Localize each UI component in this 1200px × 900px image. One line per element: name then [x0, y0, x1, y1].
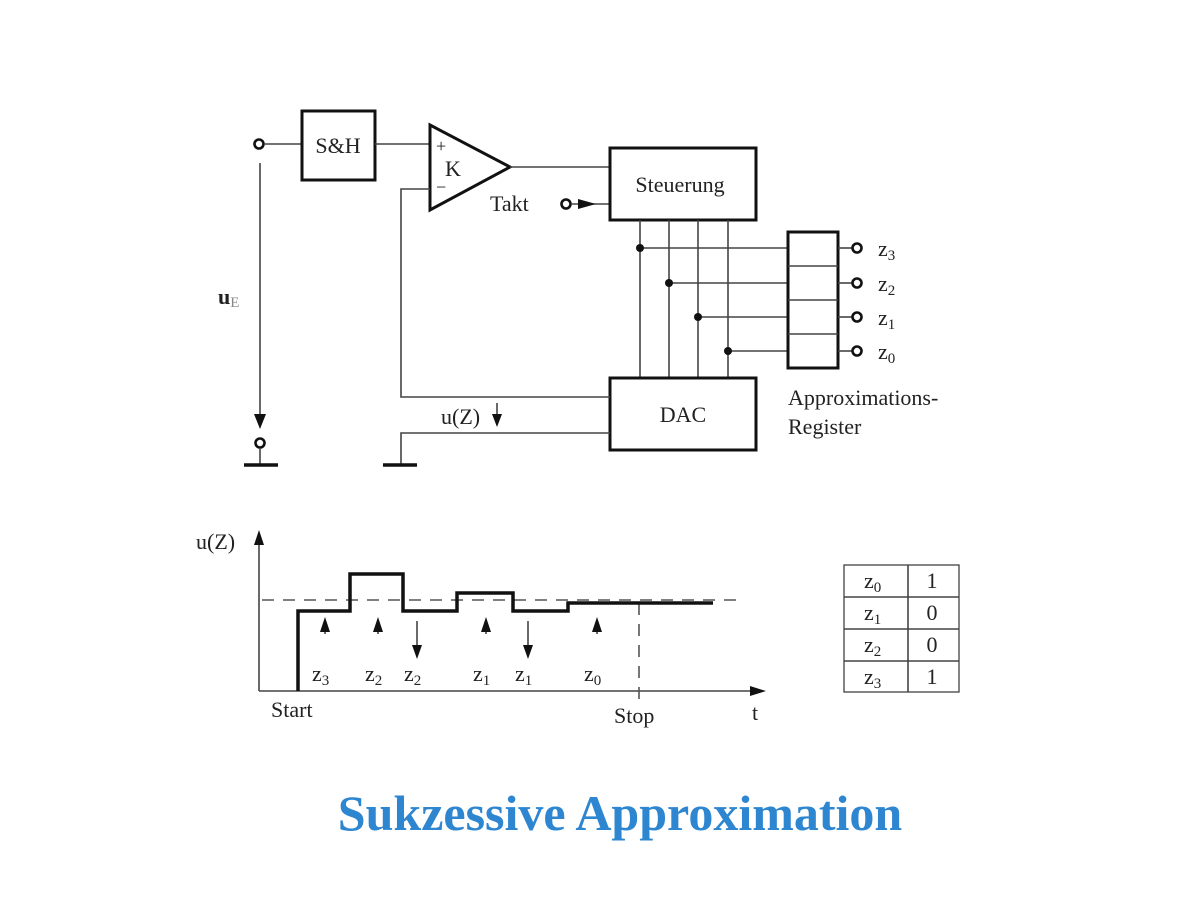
table-cell-value: 1: [927, 568, 938, 593]
input-terminal: [253, 138, 265, 150]
dac-voltage-label: u(Z): [441, 404, 480, 429]
sample-hold-block: S&H: [300, 109, 377, 182]
arrow-up-icon: [481, 617, 491, 632]
control-block: Steuerung: [608, 146, 758, 222]
step-label: z3: [312, 661, 329, 689]
arrow-down-icon: [412, 645, 422, 659]
dac-block: DAC: [608, 376, 758, 452]
arrow-up-icon: [320, 617, 330, 632]
step-labels: z3 z2 z2 z1 z1 z0: [312, 661, 601, 689]
wire-feedback: [400, 188, 610, 398]
input-voltage-label: uE: [218, 284, 239, 311]
comparator-label: K: [445, 156, 461, 181]
svg-text:Steuerung: Steuerung: [635, 172, 724, 197]
stop-label: Stop: [614, 703, 654, 728]
step-arrow-down: [523, 621, 533, 659]
arrow-up-icon: [254, 530, 264, 545]
arrow-down-icon: [254, 414, 266, 429]
step-label: z1: [515, 661, 532, 689]
arrow-down-icon: [523, 645, 533, 659]
svg-text:z2: z2: [878, 271, 895, 299]
svg-text:z3: z3: [878, 236, 895, 264]
step-arrow-up: [592, 617, 602, 634]
svg-text:z1: z1: [878, 305, 895, 333]
register-outputs: z3 z2 z1 z0: [838, 236, 895, 367]
page-title: Sukzessive Approximation: [337, 785, 903, 841]
plus-sign: +: [436, 136, 446, 156]
register-label-line1: Approximations-: [788, 385, 938, 410]
step-label: z2: [404, 661, 421, 689]
approximation-register: [786, 230, 840, 370]
step-arrows: [320, 617, 602, 659]
dac-voltage-arrow: [492, 403, 502, 427]
register-label-line2: Register: [788, 414, 862, 439]
output-z0: z0: [838, 339, 895, 367]
output-z2: z2: [838, 271, 895, 299]
arrow-right-icon: [578, 199, 596, 209]
arrow-down-icon: [492, 414, 502, 427]
control-bus: [636, 220, 788, 378]
table-cell-value: 0: [927, 632, 938, 657]
comparator: + K −: [428, 122, 514, 213]
input-voltage-arrow: [254, 163, 266, 429]
step-label: z1: [473, 661, 490, 689]
arrow-up-icon: [592, 617, 602, 632]
arrow-up-icon: [373, 617, 383, 632]
step-label: z2: [365, 661, 382, 689]
start-label: Start: [271, 697, 313, 722]
output-z3: z3: [838, 236, 895, 264]
table-cell-bit: z0: [864, 568, 881, 596]
svg-text:S&H: S&H: [315, 133, 360, 158]
step-arrow-up: [320, 617, 330, 634]
clock-label: Takt: [490, 191, 529, 216]
timing-diagram: u(Z) t Start Stop z3 z2 z2 z1 z1 z0: [196, 529, 766, 728]
step-arrow-down: [412, 621, 422, 659]
clock-terminal: [560, 198, 610, 210]
table-cell-bit: z3: [864, 664, 881, 692]
table-cell-value: 0: [927, 600, 938, 625]
step-label: z0: [584, 661, 601, 689]
table-cell-bit: z2: [864, 632, 881, 660]
ground-terminal-left: [244, 437, 278, 467]
svg-text:DAC: DAC: [660, 402, 706, 427]
arrow-right-icon: [750, 686, 766, 696]
x-axis-label: t: [752, 700, 758, 725]
result-table: z0 1 z1 0 z2 0 z3 1: [843, 564, 960, 693]
svg-text:z0: z0: [878, 339, 895, 367]
step-arrow-up: [481, 617, 491, 634]
y-axis-label: u(Z): [196, 529, 235, 554]
minus-sign: −: [436, 177, 446, 197]
table-cell-value: 1: [927, 664, 938, 689]
output-z1: z1: [838, 305, 895, 333]
wire-dac-ground: [400, 432, 610, 464]
step-arrow-up: [373, 617, 383, 634]
dac-output-waveform: [296, 572, 713, 691]
table-cell-bit: z1: [864, 600, 881, 628]
